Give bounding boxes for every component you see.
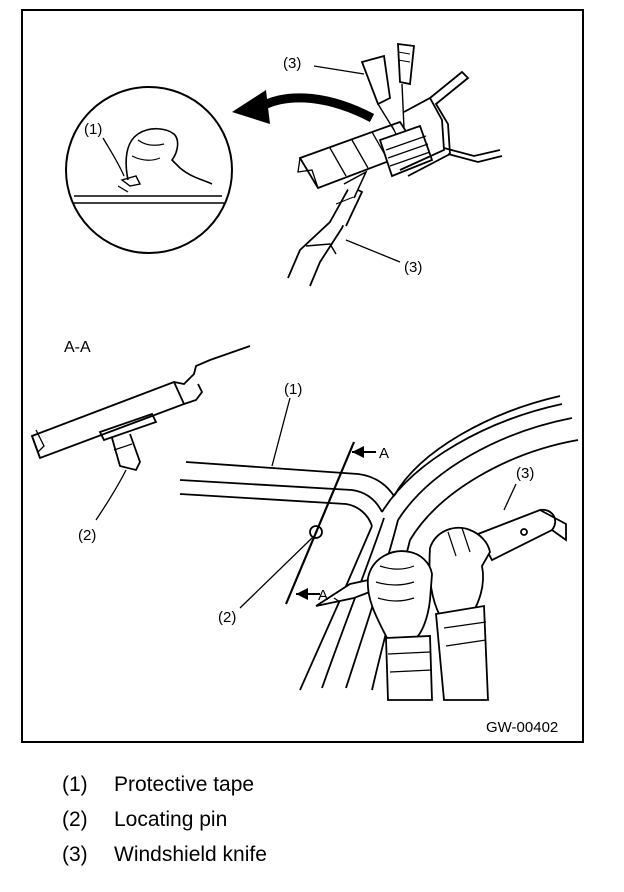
main-tape-label: (1) <box>284 381 302 398</box>
figure-frame <box>21 9 584 743</box>
main-pin-label: (2) <box>218 609 236 626</box>
main-leaders <box>239 397 517 609</box>
top-knife-leaders <box>313 65 401 263</box>
section-title: A-A <box>64 339 91 356</box>
detail-tape-leader <box>102 137 125 177</box>
figure-code: GW-00402 <box>486 719 558 736</box>
legend-text: Windshield knife <box>114 843 267 866</box>
legend-item-1: (1) Protective tape <box>62 773 582 808</box>
section-aa-leader <box>95 469 127 521</box>
detail-circle-inset <box>65 86 233 254</box>
legend-number: (2) <box>62 808 88 831</box>
section-aa <box>30 345 251 472</box>
legend-item-2: (2) Locating pin <box>62 808 582 843</box>
detail-tape-label: (1) <box>84 121 102 138</box>
section-marker-lower: A <box>318 587 328 604</box>
legend: (1) Protective tape (2) Locating pin (3)… <box>62 773 582 878</box>
section-marker-upper: A <box>379 445 389 462</box>
legend-item-3: (3) Windshield knife <box>62 843 582 878</box>
top-knife-section <box>287 42 503 287</box>
top-knife-label-lower: (3) <box>404 259 422 276</box>
main-knife-label: (3) <box>516 465 534 482</box>
curved-arrow <box>232 90 375 124</box>
section-arrows <box>296 446 376 600</box>
legend-text: Locating pin <box>114 808 228 831</box>
section-pin-label: (2) <box>78 527 96 544</box>
legend-number: (1) <box>62 773 88 796</box>
top-knife-label: (3) <box>283 55 301 72</box>
legend-text: Protective tape <box>114 773 255 796</box>
hands-with-knife <box>315 508 567 701</box>
legend-number: (3) <box>62 843 88 866</box>
